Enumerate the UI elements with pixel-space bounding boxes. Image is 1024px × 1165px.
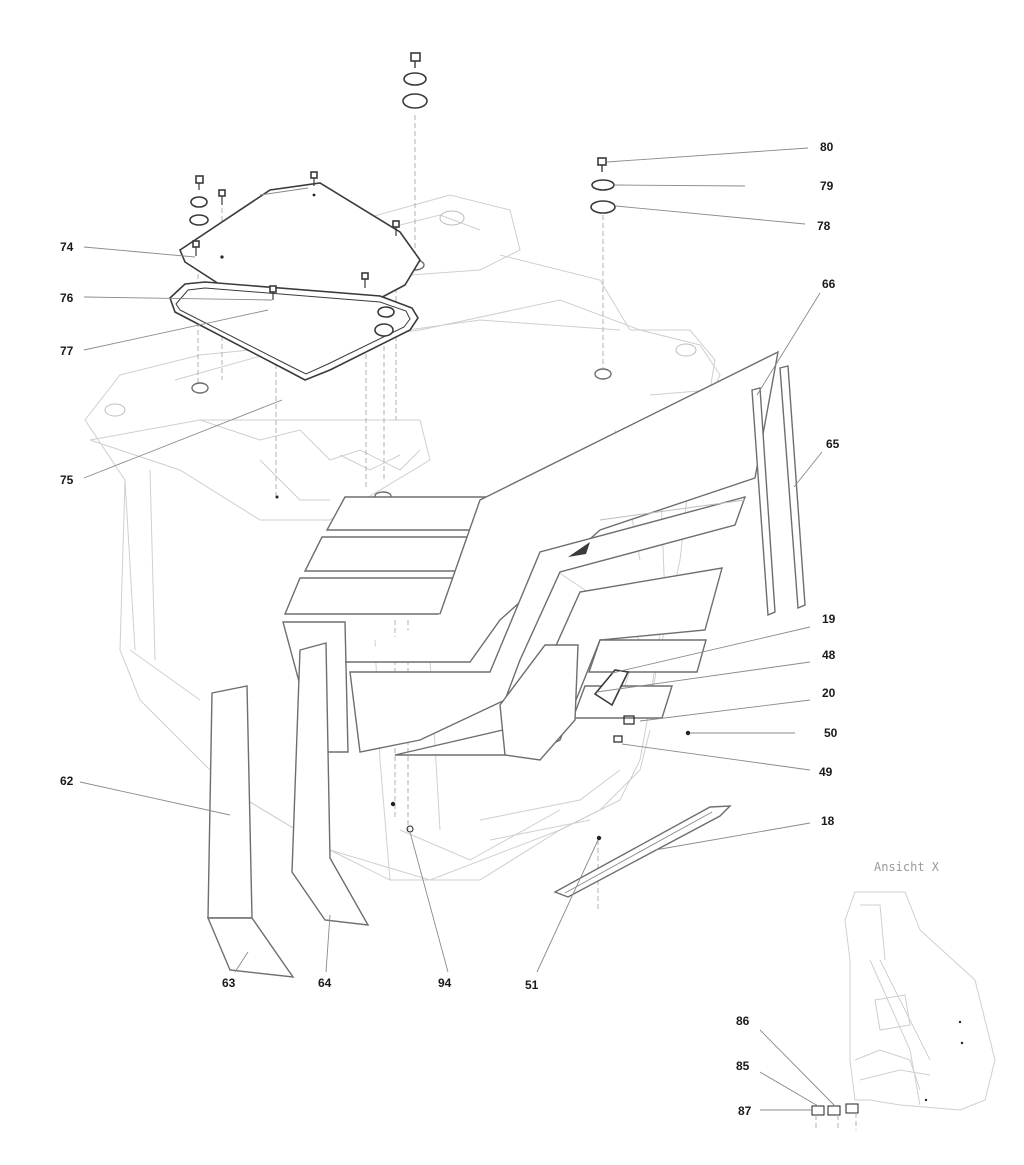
- detail-view-label: Ansicht X: [874, 860, 940, 874]
- callout-64: 64: [318, 976, 332, 990]
- callout-76: 76: [60, 291, 74, 305]
- callout-66: 66: [822, 277, 836, 291]
- gasket-frame: [169, 281, 419, 381]
- hardware-dots: [390, 715, 691, 841]
- callout-18: 18: [821, 814, 835, 828]
- callout-50: 50: [824, 726, 838, 740]
- callout-65: 65: [826, 437, 840, 451]
- callout-80: 80: [820, 140, 834, 154]
- leader-lines: [79, 147, 836, 1111]
- callout-20: 20: [822, 686, 836, 700]
- callout-79: 79: [820, 179, 834, 193]
- callout-77: 77: [60, 344, 74, 358]
- bottom-rail: [553, 805, 732, 898]
- callout-78: 78: [817, 219, 831, 233]
- callout-48: 48: [822, 648, 836, 662]
- callout-numbers: 80 79 78 74 76 77 75 66 65 19 48 20 50 4…: [60, 140, 840, 1118]
- callout-74: 74: [60, 240, 74, 254]
- callout-51: 51: [525, 978, 539, 992]
- callout-63: 63: [222, 976, 236, 990]
- callout-19: 19: [822, 612, 836, 626]
- left-trim-parts: [206, 642, 370, 978]
- callout-75: 75: [60, 473, 74, 487]
- callout-85: 85: [736, 1059, 750, 1073]
- callout-49: 49: [819, 765, 833, 779]
- callout-62: 62: [60, 774, 74, 788]
- callout-86: 86: [736, 1014, 750, 1028]
- callout-94: 94: [438, 976, 452, 990]
- callout-87: 87: [738, 1104, 752, 1118]
- detail-view: Ansicht X: [811, 860, 996, 1130]
- side-strips: [751, 365, 806, 617]
- decal-panels: [282, 350, 779, 761]
